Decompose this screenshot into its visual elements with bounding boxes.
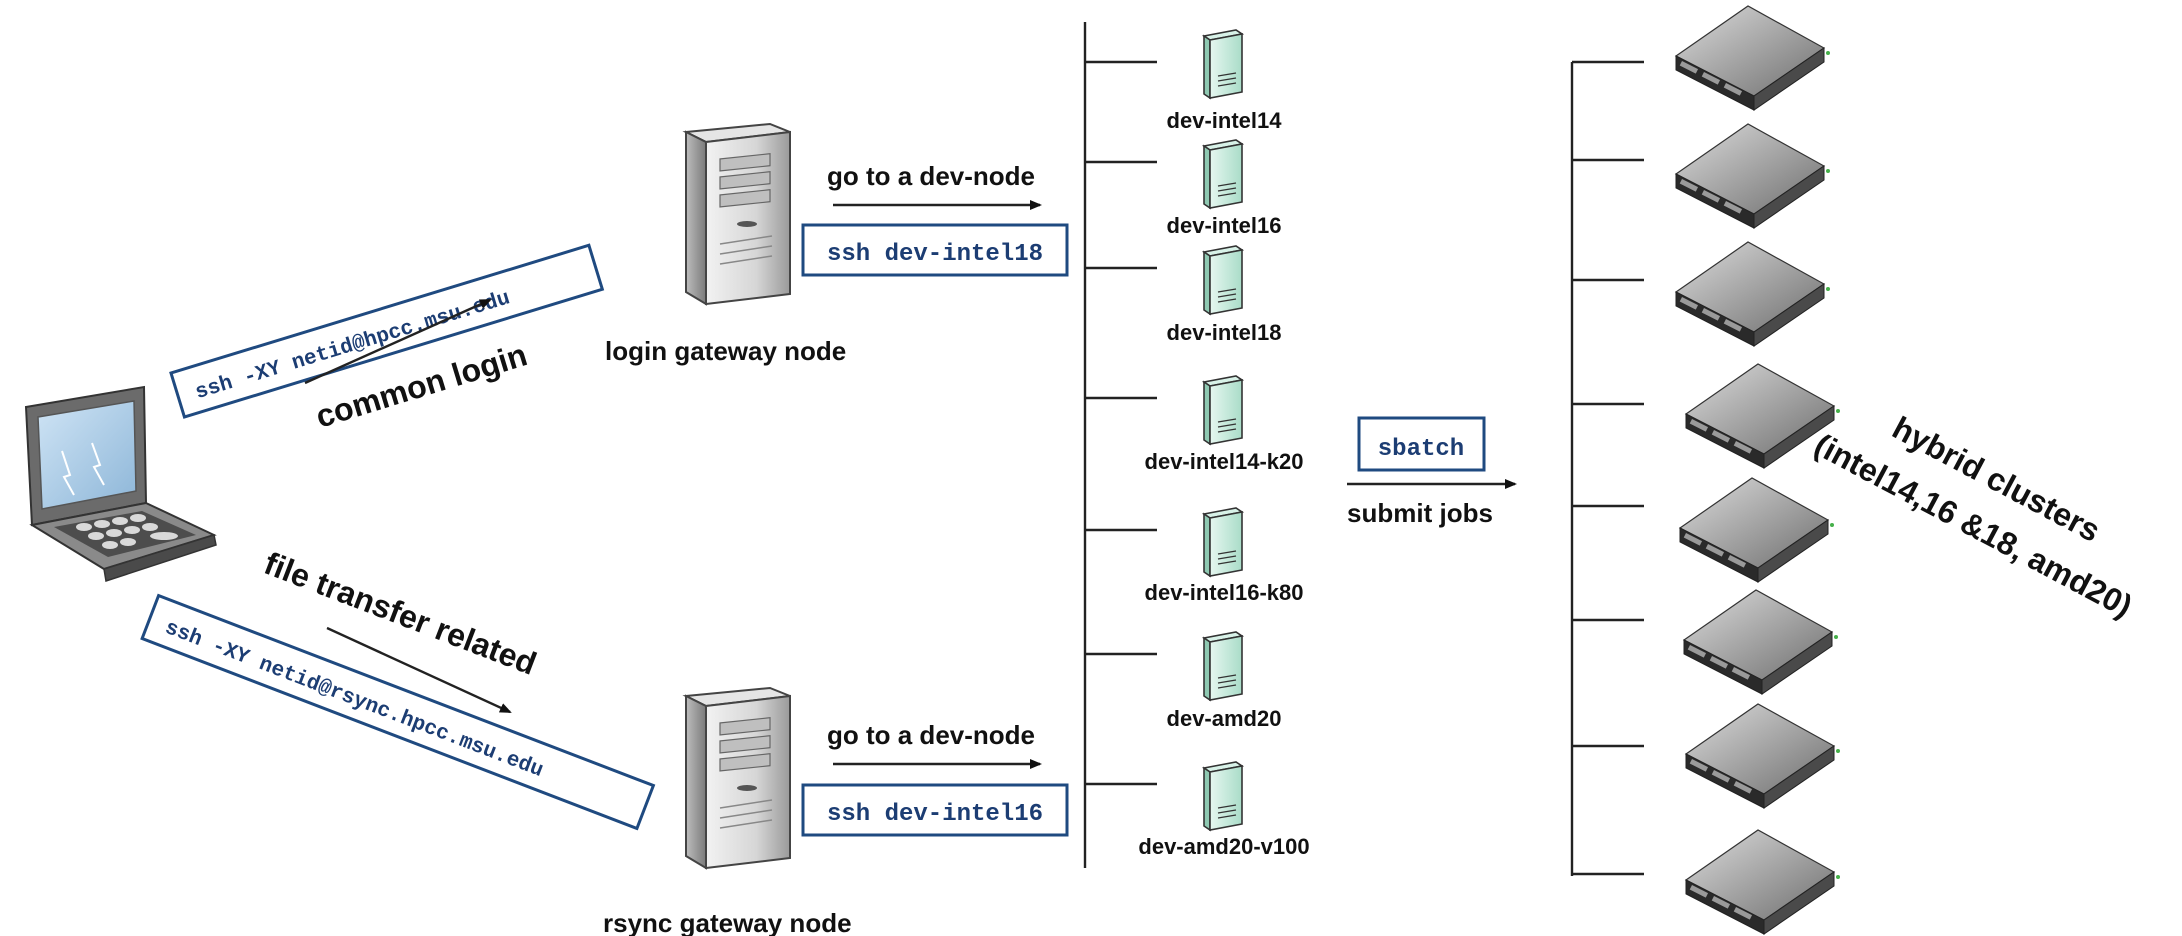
- login-dev-command-box: ssh dev-intel18: [801, 223, 1069, 277]
- rack-server-icon: [1682, 589, 1838, 695]
- rack-server-icon: [1674, 123, 1830, 229]
- dev-server-icon: [1201, 245, 1245, 316]
- login-arrow: [304, 298, 492, 385]
- rsync-arrow: [326, 626, 512, 714]
- rack-server-icon: [1674, 241, 1830, 347]
- tower-server-icon: [682, 122, 791, 306]
- login-gateway-label: login gateway node: [605, 336, 846, 366]
- dev-server-icon: [1201, 631, 1245, 702]
- dev-node-label: dev-intel14-k20: [1145, 449, 1304, 474]
- rack-server-icon: [1678, 477, 1834, 583]
- dev-server-icon: [1201, 507, 1245, 578]
- dev-node-label: dev-intel14: [1167, 108, 1283, 133]
- sbatch-command-box: sbatch: [1357, 416, 1486, 472]
- dev-server-icon: [1201, 761, 1245, 832]
- dev-node-label: dev-intel16-k80: [1145, 580, 1304, 605]
- login-dev-command-text: ssh dev-intel18: [827, 241, 1043, 268]
- sbatch-command-text: sbatch: [1378, 436, 1464, 463]
- rack-server-icon: [1684, 829, 1840, 935]
- submit-label: submit jobs: [1347, 498, 1493, 528]
- dev-server-icon: [1201, 375, 1245, 446]
- dev-node-label: dev-amd20-v100: [1138, 834, 1309, 859]
- rack-server-icon: [1684, 363, 1840, 469]
- login-go-label: go to a dev-node: [827, 161, 1035, 191]
- dev-server-icon: [1201, 29, 1245, 100]
- rsync-dev-command-box: ssh dev-intel16: [801, 783, 1069, 837]
- rsync-gateway-label: rsync gateway node: [603, 908, 852, 936]
- rack-server-icon: [1674, 5, 1830, 111]
- dev-node-label: dev-intel16: [1167, 213, 1282, 238]
- rsync-dev-command-text: ssh dev-intel16: [827, 801, 1043, 828]
- rack-server-icon: [1684, 703, 1840, 809]
- dev-node-label: dev-intel18: [1167, 320, 1282, 345]
- rsync-go-label: go to a dev-node: [827, 720, 1035, 750]
- dev-node-label: dev-amd20: [1167, 706, 1282, 731]
- dev-server-icon: [1201, 139, 1245, 210]
- tower-server-icon: [682, 686, 791, 870]
- laptop-icon: [24, 385, 217, 582]
